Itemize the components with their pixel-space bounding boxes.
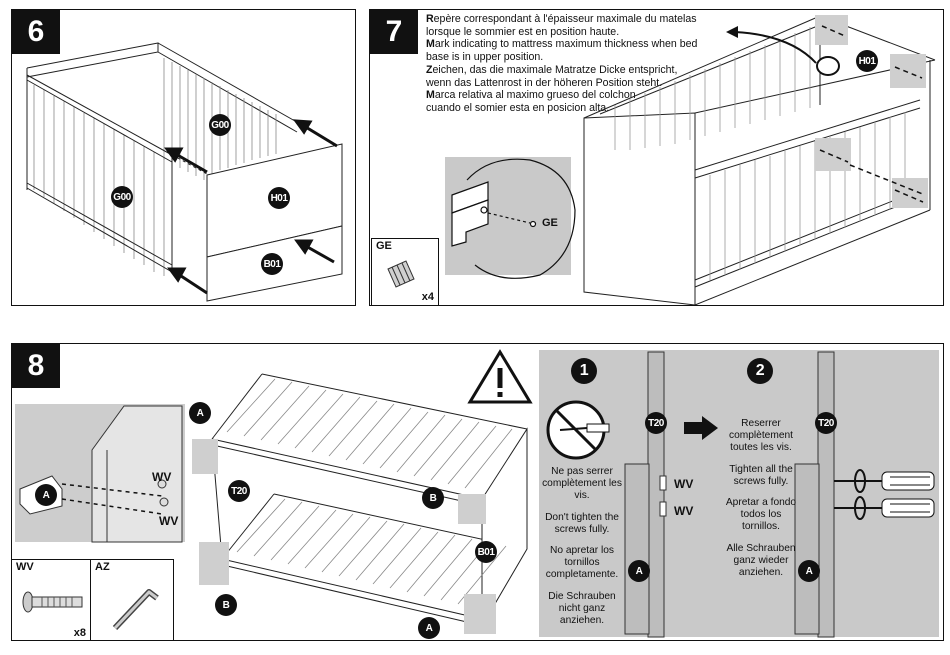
wv-bottom-label: WV xyxy=(674,504,694,518)
instruction-de: Alle Schrauben ganz wieder anziehen. xyxy=(726,542,796,579)
instruction-en: Don't tighten the screws fully. xyxy=(545,511,619,535)
hardware-qty: x8 xyxy=(73,627,86,639)
fitting-a-detail: A xyxy=(35,484,57,506)
part-label-t20: T20 xyxy=(228,480,250,502)
step-7-illustration xyxy=(451,15,936,305)
instruction-fr: Reserrer complètement toutes les vis. xyxy=(729,418,793,454)
fitting-a-left: A xyxy=(628,560,650,582)
step-2-icon: 2 xyxy=(755,362,765,379)
note-line: Repère correspondant à l'épaisseur maxim… xyxy=(426,13,697,25)
hardware-ge-box: GE x4 xyxy=(371,238,439,305)
hardware-label: AZ xyxy=(95,561,110,573)
t20-left-label: T20 xyxy=(645,412,667,434)
instruction-en: Tighten all the screws fully. xyxy=(729,463,793,487)
part-label-h01: H01 xyxy=(856,50,878,72)
wv-top-label: WV xyxy=(674,477,694,491)
instruction-es: No apretar los tornillos completamente. xyxy=(545,545,619,581)
note-line: base is in upper position. xyxy=(426,51,544,64)
instruction-es: Apretar a fondo todos los tornillos. xyxy=(725,497,797,533)
step-8-panel: 8 xyxy=(11,343,944,641)
step-6-illustration xyxy=(26,42,343,302)
threaded-insert-icon xyxy=(387,260,415,288)
tightening-illustration xyxy=(546,351,935,638)
part-label-g00-side: G00 xyxy=(111,186,133,208)
wv-screw-label-2: WV xyxy=(159,514,179,528)
t20-right-label: T20 xyxy=(815,412,837,434)
note-line: Zeichen, das die maximale Matratze Dicke… xyxy=(426,63,678,76)
step-number: 6 xyxy=(12,10,60,54)
mattress-thickness-note: Repère correspondant à l'épaisseur maxim… xyxy=(426,13,766,115)
note-line: Mark indicating to mattress maximum thic… xyxy=(426,38,698,51)
fitting-b-bottom: B xyxy=(215,594,237,616)
note-line: lorsque le sommier est en position haute… xyxy=(426,25,620,38)
tightening-instructions-panel xyxy=(539,350,939,637)
hardware-label: WV xyxy=(16,561,34,573)
part-label-h01: H01 xyxy=(268,187,290,209)
step-number: 8 xyxy=(12,344,60,388)
allen-key-icon xyxy=(112,589,159,631)
part-label-b01: B01 xyxy=(475,541,497,563)
instruction-de: Die Schrauben nicht ganz anziehen. xyxy=(548,590,616,627)
note-line: cuando el somier esta en posicion alta. xyxy=(426,101,610,114)
hardware-az-box: AZ xyxy=(90,559,174,640)
bolt-icon xyxy=(22,591,83,613)
hardware-wv-box: WV x8 xyxy=(12,559,91,640)
no-tighten-instructions: Ne pas serrer complètement les vis. Don'… xyxy=(542,466,622,636)
ge-detail-label: GE xyxy=(542,217,558,229)
step-number: 7 xyxy=(370,10,418,54)
hardware-qty: x4 xyxy=(421,291,434,303)
wv-screw-label-1: WV xyxy=(152,470,172,484)
step-1-icon: 1 xyxy=(579,362,589,379)
tighten-instructions: Reserrer complètement toutes les vis. Ti… xyxy=(724,418,798,588)
step-7-panel: 7 Repère correspondant à l'épaisseur max… xyxy=(369,9,944,306)
fitting-b-top: B xyxy=(422,487,444,509)
step-6-panel: 6 xyxy=(11,9,356,306)
hardware-label: GE xyxy=(376,240,392,252)
fitting-a-bottom: A xyxy=(418,617,440,639)
part-label-b01: B01 xyxy=(261,253,283,275)
note-line: Marca relativa al maximo grueso del colc… xyxy=(426,89,636,102)
instruction-fr: Ne pas serrer complètement les vis. xyxy=(542,466,622,502)
part-label-g00-back: G00 xyxy=(209,114,231,136)
fitting-a-top: A xyxy=(189,402,211,424)
note-line: wenn das Lattenrost in der höheren Posit… xyxy=(426,76,663,89)
fitting-a-right: A xyxy=(798,560,820,582)
